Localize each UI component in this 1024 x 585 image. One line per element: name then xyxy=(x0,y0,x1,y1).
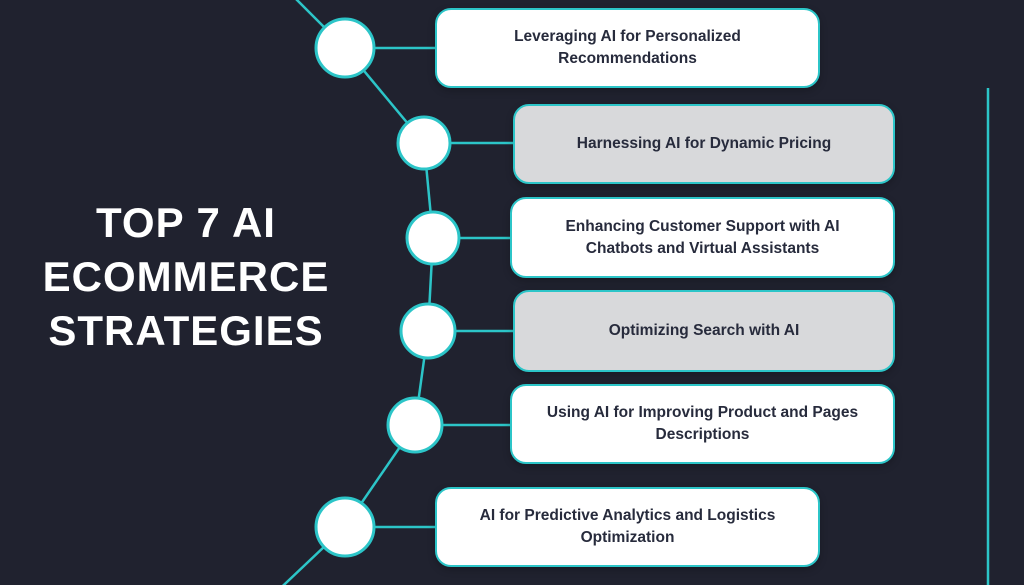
strategy-label: Optimizing Search with AI xyxy=(608,322,800,340)
strategy-label: Harnessing AI for Dynamic Pricing xyxy=(576,135,832,153)
strategy-card: Using AI for Improving Product and Pages… xyxy=(510,384,895,464)
strategy-card: AI for Predictive Analytics and Logistic… xyxy=(435,487,820,567)
page-title: TOP 7 AI ECOMMERCE STRATEGIES xyxy=(42,199,330,354)
node-circle xyxy=(314,17,376,79)
node-circle xyxy=(399,302,457,360)
strategy-label: AI for Predictive Analytics and Logistic… xyxy=(479,507,776,546)
strategy-label: Using AI for Improving Product and Pages… xyxy=(546,404,859,443)
strategy-card: Harnessing AI for Dynamic Pricing xyxy=(513,104,895,184)
strategy-card: Enhancing Customer Support with AI Chatb… xyxy=(510,197,895,278)
node-circle xyxy=(386,396,444,454)
node-circle xyxy=(405,210,461,266)
strategy-label: Leveraging AI for Personalized Recommend… xyxy=(514,28,741,67)
strategy-label: Enhancing Customer Support with AI Chatb… xyxy=(565,217,840,257)
node-circle xyxy=(314,496,376,558)
strategy-card: Leveraging AI for Personalized Recommend… xyxy=(435,8,820,88)
node-circle xyxy=(396,115,452,171)
strategy-card: Optimizing Search with AI xyxy=(513,290,895,372)
